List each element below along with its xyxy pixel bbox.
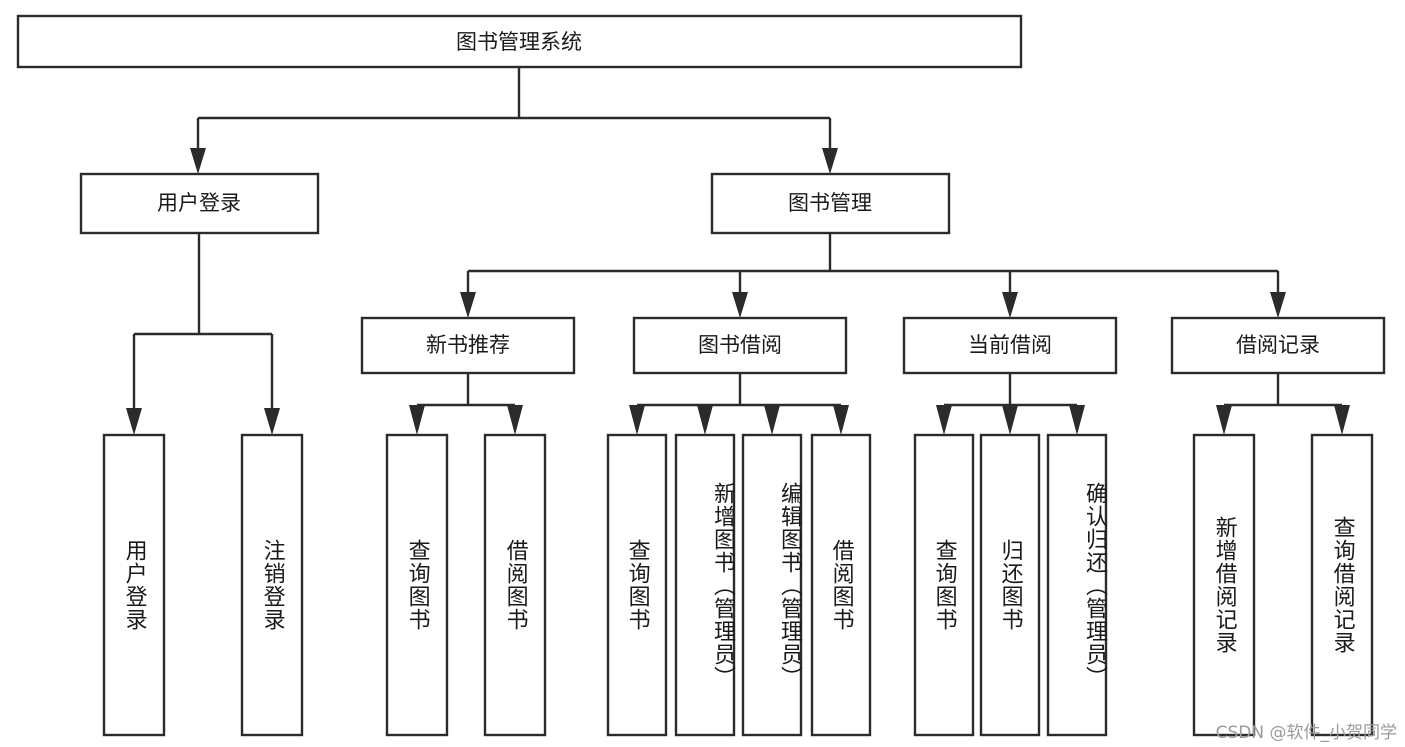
- node-label-borrow-record: 借阅记录: [1236, 333, 1320, 357]
- node-box-new-book-recommend[interactable]: [360, 316, 576, 375]
- arrow-head-leaf-borrow-book-2: [833, 405, 849, 435]
- node-box-root[interactable]: [16, 14, 1023, 69]
- node-box-leaf-add-record[interactable]: [1192, 433, 1256, 737]
- arrow-head-leaf-add-record: [1216, 405, 1232, 435]
- node-box-leaf-add-book[interactable]: [674, 433, 736, 737]
- node-box-leaf-query-book-2[interactable]: [606, 433, 668, 737]
- node-box-leaf-borrow-book-1[interactable]: [483, 433, 547, 737]
- arrow-head-user-login: [190, 148, 206, 174]
- arrow-head-book-management: [822, 148, 838, 174]
- arrow-head-leaf-return-book: [1002, 405, 1018, 435]
- arrow-head-leaf-logout: [264, 408, 280, 435]
- arrow-head-leaf-borrow-book-1: [507, 405, 523, 435]
- node-label-user-login: 用户登录: [157, 191, 241, 215]
- node-label-book-borrow: 图书借阅: [698, 333, 782, 357]
- node-box-leaf-borrow-book-2[interactable]: [810, 433, 872, 737]
- arrow-head-borrow-record: [1270, 292, 1286, 318]
- node-box-leaf-confirm-return[interactable]: [1046, 433, 1108, 737]
- node-box-leaf-user-login[interactable]: [102, 433, 166, 737]
- arrow-head-leaf-query-book-3: [936, 405, 952, 435]
- node-box-leaf-logout[interactable]: [240, 433, 304, 737]
- node-box-leaf-return-book[interactable]: [979, 433, 1041, 737]
- arrow-head-leaf-query-record: [1334, 405, 1350, 435]
- arrow-head-leaf-query-book-2: [629, 405, 645, 435]
- node-label-new-book-recommend: 新书推荐: [426, 333, 510, 357]
- node-label-root: 图书管理系统: [456, 30, 582, 54]
- arrow-head-current-borrow: [1002, 292, 1018, 318]
- node-box-current-borrow[interactable]: [902, 316, 1118, 375]
- arrow-head-leaf-confirm-return: [1069, 405, 1085, 435]
- node-layer: 图书管理系统 用户登录 图书管理 新书推荐 图书借阅 当前借阅 借阅记录: [16, 14, 1386, 737]
- arrow-head-leaf-edit-book: [764, 405, 780, 435]
- arrow-head-book-borrow: [732, 292, 748, 318]
- arrow-head-leaf-add-book: [697, 405, 713, 435]
- node-box-user-login[interactable]: [79, 172, 320, 235]
- arrow-head-new-book-recommend: [460, 292, 476, 318]
- csdn-watermark: CSDN @软件_小贺同学: [1215, 723, 1397, 743]
- node-box-book-management[interactable]: [710, 172, 951, 235]
- arrow-head-leaf-query-book-1: [409, 405, 425, 435]
- node-label-current-borrow: 当前借阅: [968, 333, 1052, 357]
- node-box-borrow-record[interactable]: [1170, 316, 1386, 375]
- node-label-book-management: 图书管理: [788, 191, 872, 215]
- node-box-leaf-edit-book[interactable]: [741, 433, 803, 737]
- node-box-leaf-query-record[interactable]: [1310, 433, 1374, 737]
- node-box-book-borrow[interactable]: [632, 316, 848, 375]
- arrow-head-leaf-user-login: [126, 408, 142, 435]
- node-box-leaf-query-book-1[interactable]: [385, 433, 449, 737]
- connector-layer: [126, 67, 1350, 435]
- node-box-leaf-query-book-3[interactable]: [913, 433, 975, 737]
